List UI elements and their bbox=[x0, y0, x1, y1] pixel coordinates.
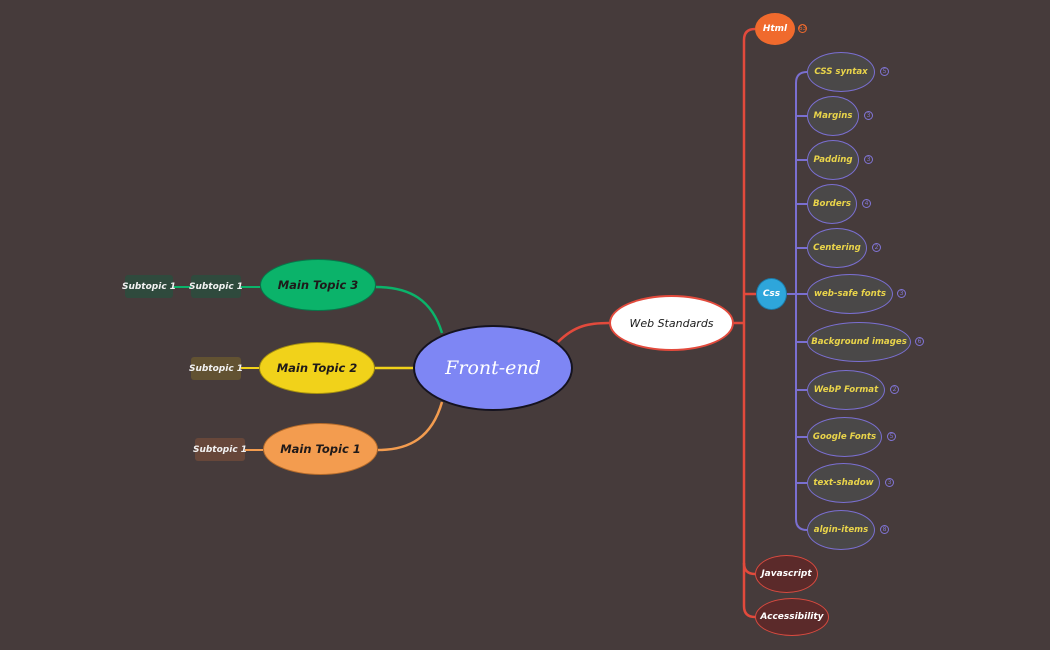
connector-root-main3 bbox=[375, 285, 444, 334]
main-topic-1[interactable]: Main Topic 1 bbox=[263, 423, 378, 475]
main-topic-2[interactable]: Main Topic 2 bbox=[259, 342, 375, 394]
centering-count-badge[interactable]: 2 bbox=[872, 243, 881, 252]
css-item-webp-format[interactable]: WebP Format bbox=[807, 370, 885, 410]
purple-trunk bbox=[795, 71, 808, 531]
red-trunk bbox=[742, 27, 756, 619]
html-topic[interactable]: Html bbox=[755, 13, 795, 45]
connector-root-webstandards bbox=[557, 321, 610, 343]
css-topic[interactable]: Css bbox=[756, 278, 787, 310]
css-syntax-count-badge[interactable]: 5 bbox=[880, 67, 889, 76]
webp-format-count-badge[interactable]: 2 bbox=[890, 385, 899, 394]
css-item-label: Padding bbox=[813, 155, 853, 165]
web-standards-topic[interactable]: Web Standards bbox=[609, 295, 734, 351]
web-standards-label: Web Standards bbox=[629, 316, 714, 330]
subtopic-label: Subtopic 1 bbox=[188, 363, 244, 374]
root-topic[interactable]: Front-end bbox=[413, 325, 573, 411]
borders-count-badge[interactable]: 4 bbox=[862, 199, 871, 208]
css-item-label: Borders bbox=[812, 199, 852, 209]
web-safe-fonts-count-badge[interactable]: 3 bbox=[897, 289, 906, 298]
main-topic-label: Main Topic 3 bbox=[277, 278, 359, 292]
background-images-count-badge[interactable]: 6 bbox=[915, 337, 924, 346]
css-item-text-shadow[interactable]: text-shadow bbox=[807, 463, 880, 503]
subtopic-node[interactable]: Subtopic 1 bbox=[192, 438, 248, 461]
css-item-web-safe-fonts[interactable]: web-safe fonts bbox=[807, 274, 893, 314]
text-shadow-count-badge[interactable]: 3 bbox=[885, 478, 894, 487]
algin-items-count-badge[interactable]: 8 bbox=[880, 525, 889, 534]
css-item-label: algin-items bbox=[813, 525, 869, 535]
html-count-badge[interactable]: 63 bbox=[798, 24, 807, 33]
css-item-label: Margins bbox=[813, 111, 853, 121]
subtopic-label: Subtopic 1 bbox=[192, 444, 248, 455]
margins-count-badge[interactable]: 3 bbox=[864, 111, 873, 120]
css-item-centering[interactable]: Centering bbox=[807, 228, 867, 268]
css-item-padding[interactable]: Padding bbox=[807, 140, 859, 180]
css-item-margins[interactable]: Margins bbox=[807, 96, 859, 136]
css-item-label: text-shadow bbox=[813, 478, 874, 488]
subtopic-node[interactable]: Subtopic 1 bbox=[188, 357, 244, 380]
css-item-label: CSS syntax bbox=[814, 67, 868, 77]
main-topic-label: Main Topic 2 bbox=[276, 361, 358, 375]
padding-count-badge[interactable]: 3 bbox=[864, 155, 873, 164]
css-item-background-images[interactable]: Background images bbox=[807, 322, 911, 362]
css-item-borders[interactable]: Borders bbox=[807, 184, 857, 224]
css-item-google-fonts[interactable]: Google Fonts bbox=[807, 417, 882, 457]
subtopic-node[interactable]: Subtopic 1 bbox=[188, 275, 244, 298]
subtopic-node[interactable]: Subtopic 1 bbox=[121, 275, 177, 298]
main-topic-label: Main Topic 1 bbox=[280, 442, 361, 456]
javascript-topic[interactable]: Javascript bbox=[755, 555, 818, 593]
javascript-label: Javascript bbox=[761, 569, 812, 579]
root-topic-label: Front-end bbox=[445, 357, 541, 379]
css-item-label: Centering bbox=[813, 243, 861, 253]
google-fonts-count-badge[interactable]: 5 bbox=[887, 432, 896, 441]
main-topic-3[interactable]: Main Topic 3 bbox=[260, 259, 376, 311]
css-item-label: WebP Format bbox=[813, 385, 879, 395]
accessibility-label: Accessibility bbox=[760, 612, 824, 622]
subtopic-label: Subtopic 1 bbox=[121, 281, 177, 292]
css-item-label: Google Fonts bbox=[812, 432, 877, 442]
subtopic-label: Subtopic 1 bbox=[188, 281, 244, 292]
connector-root-main1 bbox=[377, 401, 444, 452]
css-item-css-syntax[interactable]: CSS syntax bbox=[807, 52, 875, 92]
css-item-label: Background images bbox=[811, 337, 907, 347]
css-item-algin-items[interactable]: algin-items bbox=[807, 510, 875, 550]
css-label: Css bbox=[762, 289, 781, 299]
css-item-label: web-safe fonts bbox=[814, 289, 886, 299]
accessibility-topic[interactable]: Accessibility bbox=[755, 598, 829, 636]
html-label: Html bbox=[762, 24, 788, 34]
